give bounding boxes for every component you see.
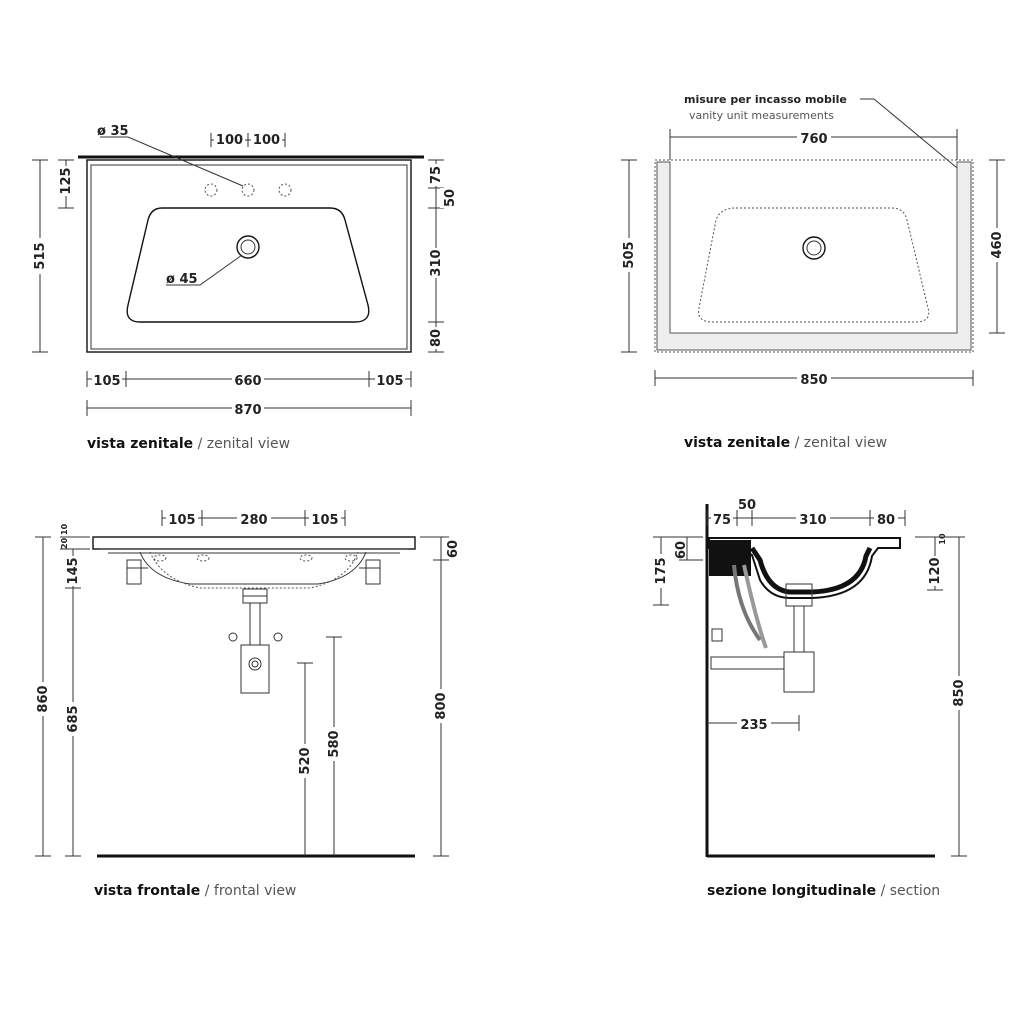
vanity-cabinet-dashed [654, 159, 974, 353]
label-width-760: 760 [800, 132, 827, 147]
label-width-870: 870 [234, 403, 261, 418]
leader-vanity-note [860, 98, 963, 173]
bracket-right [365, 559, 381, 585]
label-height-580: 580 [327, 730, 342, 757]
bottom-left-frontal-view: 105 280 105 20 10 860 145 685 520 580 [33, 510, 461, 899]
label-height-145: 145 [66, 557, 81, 584]
valve [711, 628, 723, 642]
label-hole-spacing-1: 100 [216, 133, 243, 148]
caption-top-left: vista zenitale / zenital view [87, 436, 290, 452]
siphon-body [240, 644, 270, 694]
vanity-frame [656, 161, 972, 351]
hose-2 [742, 564, 768, 649]
label-height-60: 60 [446, 540, 461, 558]
drain-body [785, 583, 813, 607]
label-height-860: 860 [36, 685, 51, 712]
label-dim-310: 310 [429, 249, 444, 276]
label-hole-spacing-2: 100 [253, 133, 280, 148]
basin-slab [92, 536, 416, 550]
label-height-800: 800 [434, 692, 449, 719]
label-hole-diameter: ø 35 [97, 124, 129, 139]
siphon-body [783, 651, 815, 693]
label-sec-310: 310 [799, 513, 826, 528]
tap-hole-center [241, 183, 255, 197]
label-width-105-right: 105 [376, 374, 403, 389]
bowl-dashed-outline [698, 207, 930, 323]
drain-pipe [249, 602, 261, 646]
label-depth-125: 125 [59, 167, 74, 194]
label-height-520: 520 [298, 747, 313, 774]
label-sec-60: 60 [674, 541, 689, 559]
tap-hole-left [204, 183, 218, 197]
leader-hole-diameter [100, 136, 244, 187]
caption-top-right: vista zenitale / zenital view [684, 435, 887, 451]
note-vanity-en: vanity unit measurements [689, 109, 834, 122]
label-spacing-105-left: 105 [168, 513, 195, 528]
bottom-right-section: 75 50 310 80 60 175 10 120 850 235 sezio… [651, 498, 969, 899]
drain-pipe [793, 605, 805, 653]
label-sec-120: 120 [928, 557, 943, 584]
label-width-850: 850 [800, 373, 827, 388]
label-depth-515: 515 [33, 242, 48, 269]
label-dim-75: 75 [429, 166, 444, 184]
label-spacing-280: 280 [240, 513, 267, 528]
label-sec-235: 235 [740, 718, 767, 733]
drain-inner [806, 240, 822, 256]
label-width-660: 660 [234, 374, 261, 389]
label-sec-850: 850 [952, 679, 967, 706]
bowl-underside [139, 551, 367, 585]
top-left-zenital-view: ø 35 ø 45 100 100 515 125 75 50 [30, 124, 460, 452]
label-dim-10: 10 [60, 523, 69, 535]
label-sec-50: 50 [738, 498, 756, 513]
label-dim-80: 80 [429, 329, 444, 347]
label-width-105-left: 105 [93, 374, 120, 389]
label-dim-20: 20 [60, 537, 69, 549]
leader-drain-diameter [166, 254, 243, 286]
basin-inner-rim [90, 164, 408, 350]
basin-outline [86, 159, 412, 353]
waste-pipe [710, 656, 785, 670]
label-sec-175: 175 [654, 557, 669, 584]
label-dim-50: 50 [443, 189, 458, 207]
label-depth-460: 460 [990, 231, 1005, 258]
drain-inner [240, 239, 256, 255]
label-depth-505: 505 [622, 241, 637, 268]
label-sec-80: 80 [877, 513, 895, 528]
label-sec-75: 75 [713, 513, 731, 528]
caption-bottom-right: sezione longitudinale / section [707, 883, 940, 899]
hose-1 [732, 564, 762, 642]
label-height-685: 685 [66, 705, 81, 732]
tap-hole-right [278, 183, 292, 197]
bowl-outline [126, 207, 370, 323]
valve-right [273, 632, 283, 642]
note-vanity-it: misure per incasso mobile [684, 93, 847, 106]
drain-outer [802, 236, 826, 260]
top-right-vanity-view: misure per incasso mobile vanity unit me… [619, 93, 1007, 451]
drain-outer [236, 235, 260, 259]
label-drain-diameter: ø 45 [166, 272, 198, 287]
valve-left [228, 632, 238, 642]
label-sec-10: 10 [938, 533, 947, 545]
caption-bottom-left: vista frontale / frontal view [94, 883, 296, 899]
bracket-left [126, 559, 142, 585]
label-spacing-105-right: 105 [311, 513, 338, 528]
